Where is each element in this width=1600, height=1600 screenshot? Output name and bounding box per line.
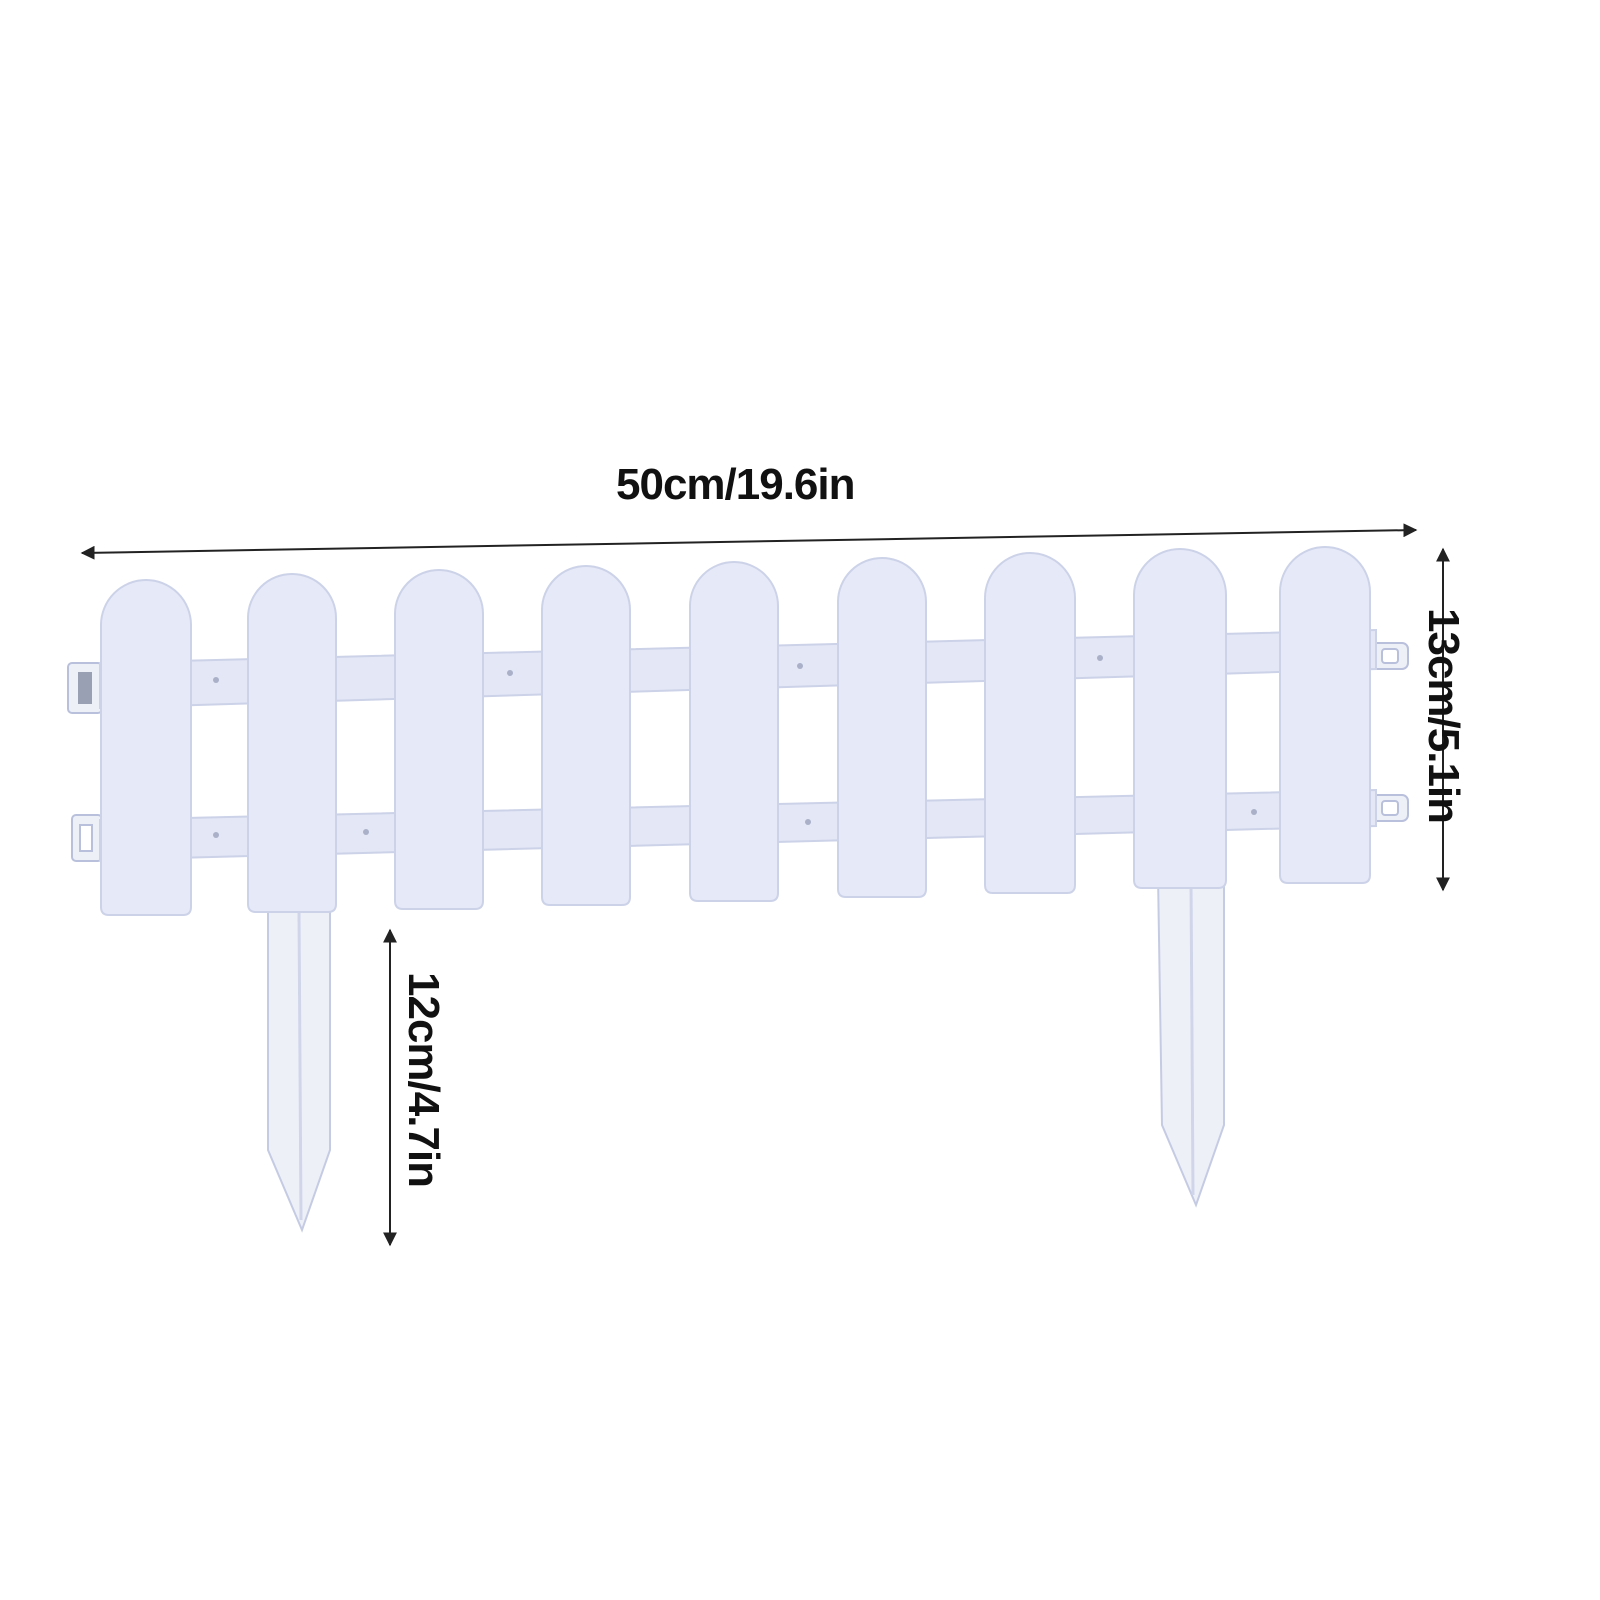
height-dimension-label: 13cm/5.1in — [1419, 608, 1468, 824]
width-dimension-arrow — [80, 523, 1418, 560]
right-connector-hook-bottom — [1369, 794, 1409, 822]
picket-8 — [1133, 548, 1227, 889]
picket-6 — [837, 557, 927, 898]
picket-7 — [984, 552, 1076, 894]
left-stake — [267, 904, 331, 1233]
picket-4 — [541, 565, 631, 906]
picket-1 — [100, 579, 192, 916]
left-connector-clip-bottom — [71, 814, 103, 862]
picket-2 — [247, 573, 337, 913]
right-connector-hook-top — [1369, 642, 1409, 670]
left-connector-clip-top — [67, 662, 103, 714]
picket-9 — [1279, 546, 1371, 884]
stake-length-label: 12cm/4.7in — [399, 972, 448, 1188]
width-dimension-label: 50cm/19.6in — [616, 460, 855, 509]
picket-3 — [394, 569, 484, 910]
rail-rivets — [213, 655, 1257, 838]
picket-fence — [67, 546, 1409, 1233]
picket-5 — [689, 561, 779, 902]
right-stake — [1156, 874, 1225, 1208]
